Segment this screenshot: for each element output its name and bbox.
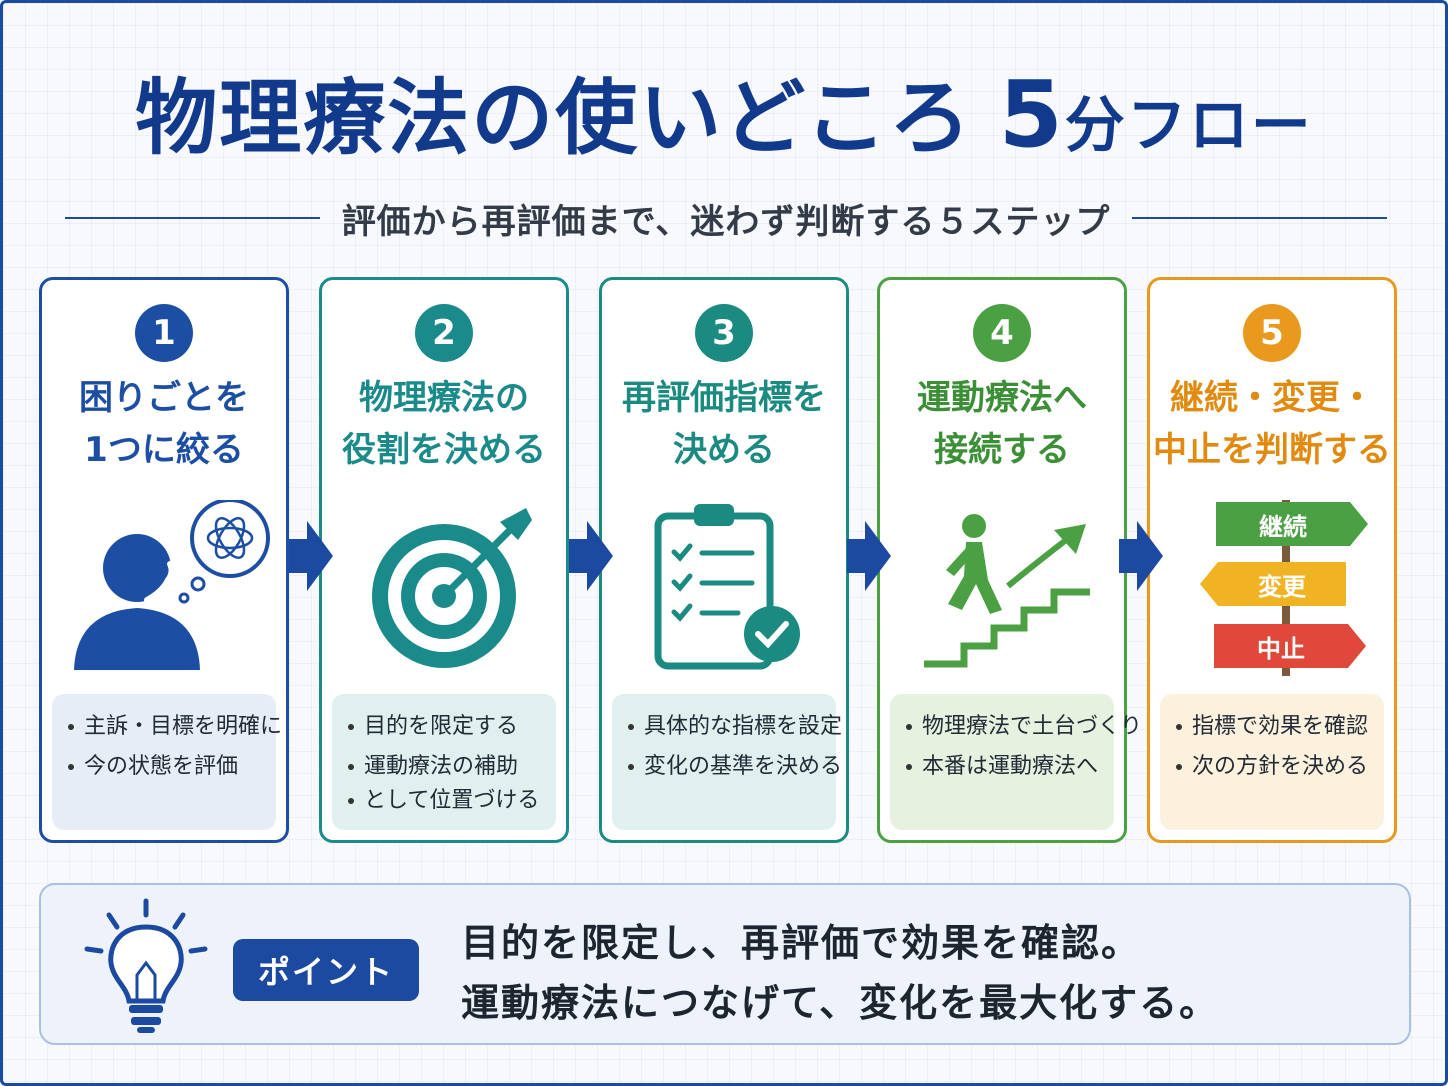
step-title: 運動療法へ 接続する — [880, 372, 1124, 476]
signpost-change-label: 変更 — [1258, 572, 1306, 601]
step-card-4: 4 運動療法へ 接続する 物理療法で土台づくり 本番は運動療法へ — [877, 277, 1142, 843]
signpost-icon: 継続 変更 中止 — [1160, 500, 1390, 680]
subtitle-rule-right — [1132, 217, 1388, 219]
title-main: 物理療法の使いどころ — [135, 71, 973, 166]
step-notes: 指標で効果を確認 次の方針を決める — [1160, 694, 1384, 830]
note-item: 本番は運動療法へ — [904, 750, 1104, 784]
stairs-climbing-icon — [924, 514, 1090, 668]
lightbulb-icon — [84, 898, 208, 1033]
point-text: 目的を限定し、再評価で効果を確認。 運動療法につなげて、変化を最大化する。 — [461, 913, 1219, 1033]
step-card-2: 2 物理療法の 役割を決める 目的を限定する 運動療法の補助 として位置づける — [319, 277, 569, 843]
step-number-badge: 2 — [415, 304, 473, 362]
title-number: 5 — [998, 61, 1065, 168]
step-number-badge: 3 — [695, 304, 753, 362]
step-notes: 目的を限定する 運動療法の補助 として位置づける — [332, 694, 556, 830]
step-number-badge: 4 — [973, 304, 1031, 362]
step-title: 物理療法の 役割を決める — [322, 372, 566, 476]
step-card-5: 5 継続・変更・ 中止を判断する 継続 変更 中止 指標で効果を確認 次の方針を… — [1147, 277, 1397, 843]
thinking-person-icon — [74, 500, 270, 670]
flow-arrow-icon — [847, 521, 891, 591]
note-item: 運動療法の補助 — [346, 750, 546, 784]
point-line: 目的を限定し、再評価で効果を確認。 — [461, 921, 1142, 965]
note-item: 変化の基準を決める — [626, 750, 842, 784]
step-number-badge: 5 — [1243, 304, 1301, 362]
step-title-line: 役割を決める — [342, 430, 546, 470]
step-title-line: 1つに絞る — [84, 430, 244, 470]
step-title: 再評価指標を 決める — [602, 372, 846, 476]
note-item: 次の方針を決める — [1174, 750, 1374, 784]
point-box: ポイント 目的を限定し、再評価で効果を確認。 運動療法につなげて、変化を最大化す… — [39, 883, 1411, 1045]
step-title-line: 中止を判断する — [1153, 430, 1391, 470]
step-number-badge: 1 — [135, 304, 193, 362]
point-label: ポイント — [233, 939, 419, 1001]
subtitle-row: 評価から再評価まで、迷わず判断する５ステップ — [65, 193, 1388, 243]
step-title-line: 接続する — [934, 430, 1070, 470]
title-suffix: 分フロー — [1064, 91, 1313, 161]
note-item-continued: として位置づける — [346, 784, 546, 818]
note-item: 物理療法で土台づくり — [904, 710, 1142, 744]
step-title-line: 運動療法へ — [917, 378, 1087, 418]
clipboard-checklist-icon — [654, 504, 800, 670]
note-item: 具体的な指標を設定 — [626, 710, 842, 744]
step-notes: 物理療法で土台づくり 本番は運動療法へ — [890, 694, 1142, 830]
note-item: 指標で効果を確認 — [1174, 710, 1374, 744]
step-notes: 主訴・目標を明確に 今の状態を評価 — [52, 694, 282, 830]
subtitle-rule-left — [65, 217, 320, 219]
step-title-line: 物理療法の — [359, 378, 529, 418]
flow-arrow-icon — [569, 521, 613, 591]
target-icon — [372, 508, 532, 668]
step-card-1: 1 困りごとを 1つに絞る 主訴・目標を明確に 今の状態を評価 — [39, 277, 289, 843]
step-title-line: 継続・変更・ — [1170, 378, 1374, 418]
step-title: 困りごとを 1つに絞る — [42, 372, 286, 476]
step-title-line: 決める — [673, 430, 775, 470]
step-notes: 具体的な指標を設定 変化の基準を決める — [612, 694, 842, 830]
step-title: 継続・変更・ 中止を判断する — [1150, 372, 1394, 476]
note-item: 目的を限定する — [346, 710, 546, 744]
step-title-line: 困りごとを — [79, 378, 249, 418]
flow-arrow-icon — [289, 521, 333, 591]
step-title-line: 再評価指標を — [622, 378, 826, 418]
step-card-3: 3 再評価指標を 決める 具体的な指標を設定 変化の基準を決める — [599, 277, 849, 843]
note-item: 今の状態を評価 — [66, 750, 266, 784]
signpost-stop-label: 中止 — [1257, 634, 1305, 663]
signpost-continue-label: 継続 — [1259, 512, 1307, 541]
flow-arrow-icon — [1119, 521, 1163, 591]
subtitle: 評価から再評価まで、迷わず判断する５ステップ — [341, 201, 1111, 242]
point-line: 運動療法につなげて、変化を最大化する。 — [461, 981, 1220, 1025]
note-item: 主訴・目標を明確に — [66, 710, 282, 744]
